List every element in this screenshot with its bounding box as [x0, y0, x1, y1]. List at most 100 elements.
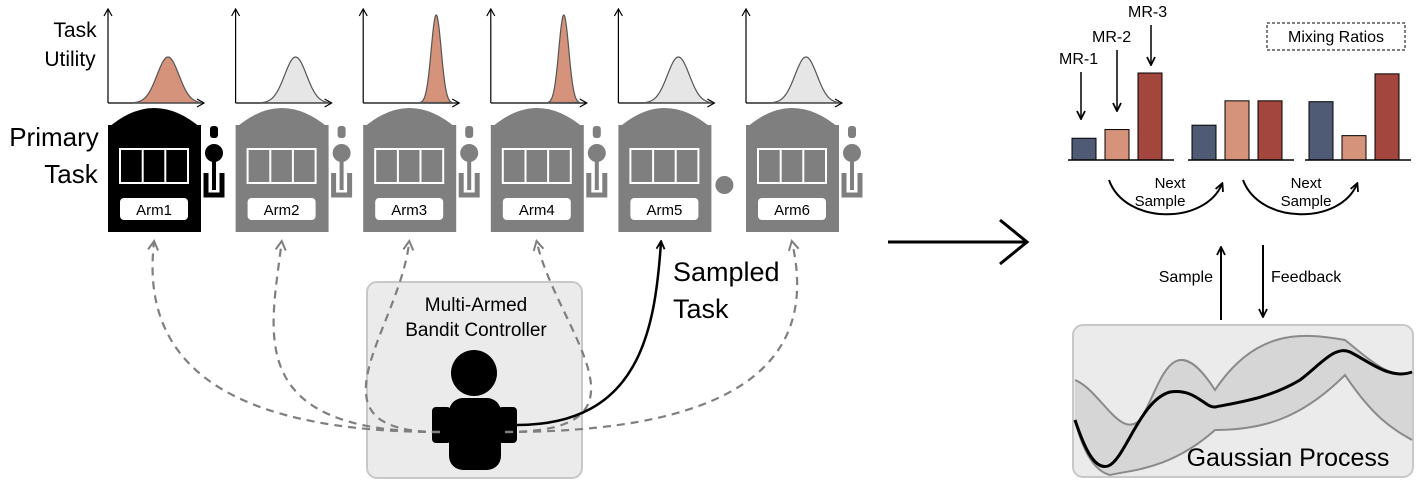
- arm-4-slot-machine[interactable]: Arm4: [490, 108, 608, 232]
- arm-1-label: Arm1: [136, 202, 172, 219]
- robot-controller-icon: [432, 350, 517, 470]
- mr-1-label: MR-1: [1059, 51, 1098, 68]
- primary-task-label: Primary Task: [9, 122, 99, 189]
- arm-1-lever-icon: [203, 126, 225, 198]
- gp-confidence-band: [1075, 335, 1412, 475]
- mixing-ratio-bar-groups: [1068, 72, 1411, 161]
- gp-lower-bound: [1074, 373, 1413, 477]
- next-sample-2-line-1: Next: [1291, 175, 1323, 192]
- arm-2-slot-machine[interactable]: Arm2: [235, 108, 353, 232]
- task-utility-label: Task Utility: [44, 19, 97, 71]
- gaussian-process-label: Gaussian Process: [1187, 444, 1390, 472]
- gaussian-process-panel: Gaussian Process: [1072, 324, 1414, 478]
- next-sample-arrow-2: Next Sample: [1242, 175, 1357, 216]
- bar-group-1-bar-1: [1071, 137, 1097, 161]
- arm-3: Arm3: [358, 7, 480, 232]
- arm-3-lever-icon: [458, 126, 480, 198]
- sampled-task-arrow: [516, 242, 661, 427]
- arm-3-dashed-arc: [364, 242, 441, 434]
- arm-2-label: Arm2: [264, 202, 300, 219]
- arm-2-lever-icon: [331, 126, 353, 198]
- arm-1: Arm1: [103, 7, 225, 232]
- bar-group-2: [1188, 100, 1294, 161]
- dashed-arcs: [153, 242, 798, 434]
- sampled-task-line-1: Sampled: [673, 257, 780, 287]
- arm-5-slot-machine[interactable]: Arm5: [618, 108, 734, 232]
- arm-2: Arm2: [231, 7, 353, 232]
- arm-4-distribution-curve: [547, 14, 582, 104]
- bar-group-1-bar-3: [1137, 72, 1163, 161]
- bar-group-2-bar-1: [1191, 124, 1217, 161]
- arm-4-dashed-arc: [504, 242, 593, 434]
- arm-6-reels: [757, 148, 827, 184]
- gp-upper-bound: [1074, 334, 1413, 426]
- arm-3-utility-plot: [358, 7, 461, 108]
- mixing-ratios-border: [1266, 22, 1406, 51]
- bar-group-3-bar-2: [1341, 135, 1367, 161]
- arm-4-reels: [501, 148, 572, 184]
- sampled-task-line-2: Task: [673, 294, 729, 324]
- bar-group-3-bar-1: [1308, 101, 1334, 161]
- bar-group-1: [1068, 72, 1174, 161]
- task-utility-line-1: Task: [53, 19, 97, 42]
- arm-3-label: Arm3: [391, 202, 427, 219]
- arm-1-distribution-curve: [132, 56, 203, 104]
- next-sample-2-line-2: Sample: [1281, 193, 1332, 210]
- gp-mean-curve: [1073, 349, 1413, 468]
- next-sample-1-line-1: Next: [1155, 175, 1187, 192]
- arm-2-utility-plot: [231, 7, 333, 108]
- sample-feedback-arrows: Sample Feedback: [1159, 245, 1342, 320]
- arm-5-reels: [629, 148, 700, 184]
- primary-task-line-1: Primary: [9, 122, 99, 152]
- next-sample-arrow-1: Next Sample: [1108, 175, 1222, 216]
- big-right-arrow: [888, 218, 1030, 266]
- arm-5-lever-icon: [715, 176, 734, 194]
- arm-6-utility-plot: [741, 7, 844, 108]
- bar-group-2-bar-2: [1224, 100, 1250, 161]
- arm-2-dashed-arc: [272, 242, 441, 434]
- arm-5-utility-plot: [613, 7, 716, 108]
- bar-group-3-bar-3: [1374, 73, 1400, 161]
- primary-task-line-2: Task: [44, 159, 98, 189]
- arm-2-reels: [246, 148, 317, 184]
- mr-labels: MR-1 MR-2 MR-3: [1059, 4, 1167, 118]
- arm-3-reels: [374, 148, 445, 184]
- arm-3-distribution-curve: [419, 14, 454, 104]
- next-sample-1-line-2: Sample: [1135, 193, 1186, 210]
- mr-2-label: MR-2: [1092, 29, 1131, 46]
- arm-6-lever-icon: [841, 126, 863, 198]
- arm-6-label: Arm6: [774, 202, 810, 219]
- arm-6: Arm6: [741, 7, 863, 232]
- arm-4-label: Arm4: [519, 202, 555, 219]
- arm-5-distribution-curve: [643, 56, 713, 104]
- task-utility-line-2: Utility: [44, 48, 96, 71]
- arm-5: Arm5: [613, 7, 734, 232]
- arm-3-slot-machine[interactable]: Arm3: [363, 108, 480, 232]
- arm-4-lever-icon: [586, 126, 608, 198]
- bar-group-1-bar-2: [1104, 129, 1130, 161]
- mixing-ratios-box: Mixing Ratios: [1266, 22, 1406, 51]
- bar-group-3: [1305, 73, 1411, 161]
- feedback-label: Feedback: [1271, 269, 1342, 286]
- arm-2-distribution-curve: [260, 56, 330, 104]
- arm-1-slot-machine[interactable]: Arm1: [108, 108, 225, 232]
- arms-group: Arm1 Arm2 Arm3 Arm4 Arm5 Arm6: [103, 7, 863, 232]
- sample-label: Sample: [1159, 269, 1213, 286]
- mr-3-label: MR-3: [1128, 4, 1167, 21]
- arm-6-slot-machine[interactable]: Arm6: [746, 108, 863, 232]
- arm-6-distribution-curve: [770, 56, 841, 104]
- sampled-task-label: Sampled Task: [673, 257, 780, 324]
- bandit-controller-box: Multi-Armed Bandit Controller: [366, 281, 583, 479]
- mixing-ratios-label: Mixing Ratios: [1288, 29, 1384, 46]
- arm-1-dashed-arc: [153, 242, 441, 434]
- arm-1-utility-plot: [103, 7, 206, 108]
- controller-label-line-2: Bandit Controller: [405, 320, 547, 341]
- arm-6-dashed-arc: [504, 242, 797, 434]
- arm-4: Arm4: [486, 7, 608, 232]
- arm-5-label: Arm5: [646, 202, 682, 219]
- controller-label-line-1: Multi-Armed: [425, 295, 527, 316]
- arm-4-utility-plot: [486, 7, 589, 108]
- bar-group-2-bar-3: [1257, 100, 1283, 161]
- arm-1-reels: [119, 148, 189, 184]
